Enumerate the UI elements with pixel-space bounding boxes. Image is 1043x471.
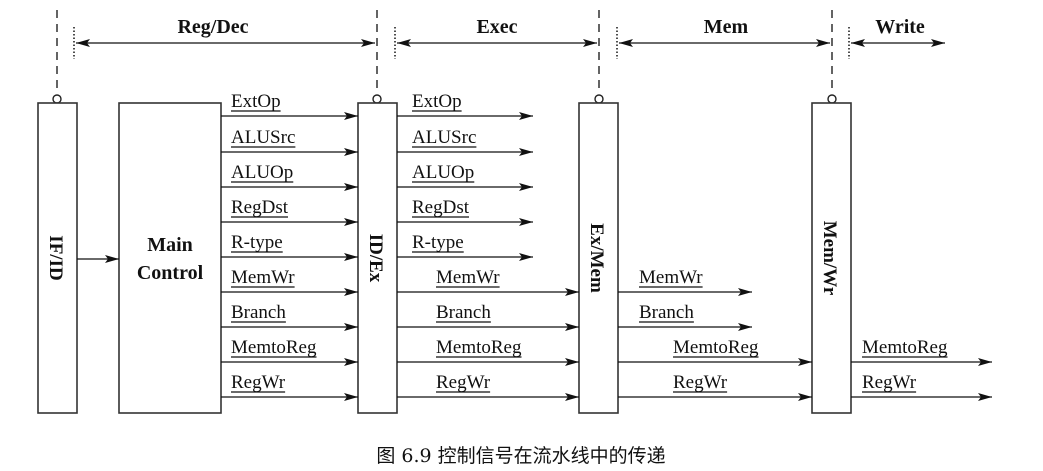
register-exmem (578, 102, 619, 414)
signal-label: RegDst (412, 197, 470, 218)
stage-label-exec: Exec (476, 16, 517, 38)
signal-label: RegDst (231, 197, 289, 218)
signal-label: ALUOp (412, 162, 474, 183)
signal-label: RegWr (231, 372, 286, 393)
signal-label: MemWr (436, 267, 500, 288)
signal-label: MemtoReg (673, 337, 759, 358)
register-label-idex: ID/Ex (365, 234, 386, 283)
signal-label: Branch (436, 302, 491, 323)
register-ifid (37, 102, 78, 414)
stage-label-regdec: Reg/Dec (177, 16, 248, 38)
signal-label: MemtoReg (436, 337, 522, 358)
stage-label-mem: Mem (704, 16, 749, 38)
signal-label: R-type (412, 232, 464, 253)
signal-label: R-type (231, 232, 283, 253)
signal-label: ExtOp (231, 91, 281, 112)
clock-circle-idex (372, 94, 382, 104)
signal-label: MemtoReg (231, 337, 317, 358)
signal-label: RegWr (673, 372, 728, 393)
clock-circle-memwr (827, 94, 837, 104)
signal-label: ALUSrc (412, 127, 476, 148)
register-idex (357, 102, 398, 414)
stage-label-write: Write (875, 16, 925, 38)
register-label-ifid: IF/ID (45, 235, 66, 280)
register-memwr (811, 102, 852, 414)
signal-label: ALUSrc (231, 127, 295, 148)
signal-label: RegWr (436, 372, 491, 393)
signal-label: ExtOp (412, 91, 462, 112)
signal-label: MemWr (639, 267, 703, 288)
figure-caption: 图 6.9 控制信号在流水线中的传递 (376, 445, 665, 467)
main-control-box (118, 102, 222, 414)
signal-label: Branch (231, 302, 286, 323)
pipeline-registers: IF/ID ID/Ex Ex/Mem Mem/Wr Main Control (37, 102, 852, 414)
main-control-label-line2: Control (137, 262, 204, 284)
clock-lines (52, 10, 837, 104)
stage-spans: Reg/Dec Exec Mem Write (76, 16, 945, 47)
signal-label: RegWr (862, 372, 917, 393)
clock-circle-ifid (52, 94, 62, 104)
clock-circle-exmem (594, 94, 604, 104)
signal-label: Branch (639, 302, 694, 323)
signal-label: MemWr (231, 267, 295, 288)
register-label-exmem: Ex/Mem (586, 223, 607, 293)
signal-label: MemtoReg (862, 337, 948, 358)
signal-layer: ExtOpALUSrcALUOpRegDstR-typeMemWrBranchM… (221, 91, 992, 401)
signal-label: ALUOp (231, 162, 293, 183)
main-control-label-line1: Main (147, 234, 193, 256)
register-label-memwr: Mem/Wr (819, 221, 840, 296)
